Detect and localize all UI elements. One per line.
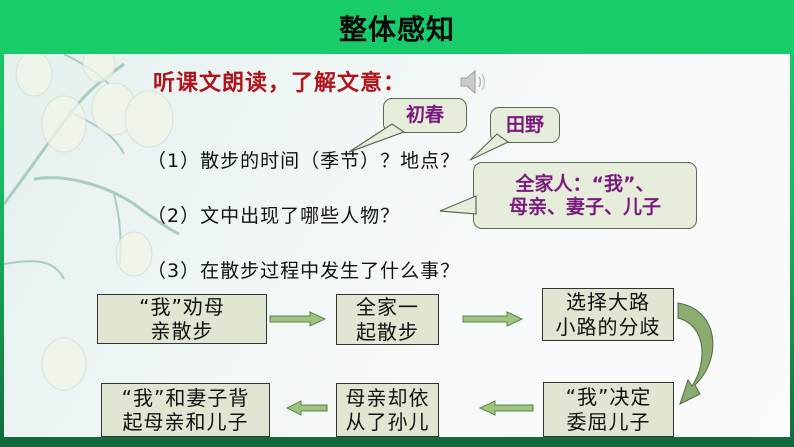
branch-decoration <box>4 54 180 391</box>
flow-step-5-line2: 从了孙儿 <box>345 410 430 434</box>
question-2: （2）文中出现了哪些人物？ <box>147 205 401 227</box>
flow-step-4: “我”决定委屈儿子 <box>543 382 674 437</box>
flow-step-3-line1: 选择大路 <box>566 290 650 315</box>
flow-step-5-line1: 母亲却依 <box>345 385 430 410</box>
flow-step-2-line1: 全家一 <box>356 295 419 320</box>
flow-step-6-line2: 起母亲和儿子 <box>122 410 249 434</box>
title-bar: 整体感知 <box>0 0 794 54</box>
callout-characters-line1: 全家人：“我”、 <box>515 172 655 195</box>
arrow-left-1 <box>478 400 534 416</box>
callout-season-text: 初春 <box>405 104 444 127</box>
flow-step-1-line2: 亲散步 <box>150 319 214 343</box>
slide-title: 整体感知 <box>338 13 455 46</box>
callout-place-text: 田野 <box>505 113 544 136</box>
curved-arrow <box>677 302 714 405</box>
flow-step-4-line1: “我”决定 <box>565 385 652 410</box>
arrow-right-1 <box>269 311 327 327</box>
flow-step-5: 母亲却依从了孙儿 <box>336 383 439 437</box>
callout-characters: 全家人：“我”、 母亲、妻子、儿子 <box>473 162 697 229</box>
flow-step-2: 全家一起散步 <box>336 294 439 345</box>
arrow-right-2 <box>462 311 524 327</box>
callout-place: 田野 <box>490 107 560 143</box>
question-1: （1）散步的时间（季节）？地点？ <box>147 150 461 172</box>
flow-step-1: “我”劝母亲散步 <box>97 294 267 344</box>
section-heading: 听课文朗读，了解文意： <box>153 71 407 96</box>
bottom-bar <box>0 437 794 447</box>
speaker-icon[interactable] <box>457 68 491 96</box>
question-3: （3）在散步过程中发生了什么事？ <box>147 260 461 282</box>
flow-step-4-line2: 委屈儿子 <box>566 409 651 434</box>
arrow-left-2 <box>285 400 328 416</box>
callout-season: 初春 <box>383 98 467 133</box>
flow-step-3: 选择大路小路的分歧 <box>542 288 674 341</box>
flow-step-1-line1: “我”劝母 <box>139 294 225 319</box>
callout-characters-line2: 母亲、妻子、儿子 <box>508 195 661 218</box>
flow-step-6-line1: “我”和妻子背 <box>121 385 250 410</box>
flow-step-2-line2: 起散步 <box>356 319 419 344</box>
flow-step-6: “我”和妻子背起母亲和儿子 <box>101 383 270 437</box>
flow-step-3-line2: 小路的分歧 <box>555 314 661 339</box>
